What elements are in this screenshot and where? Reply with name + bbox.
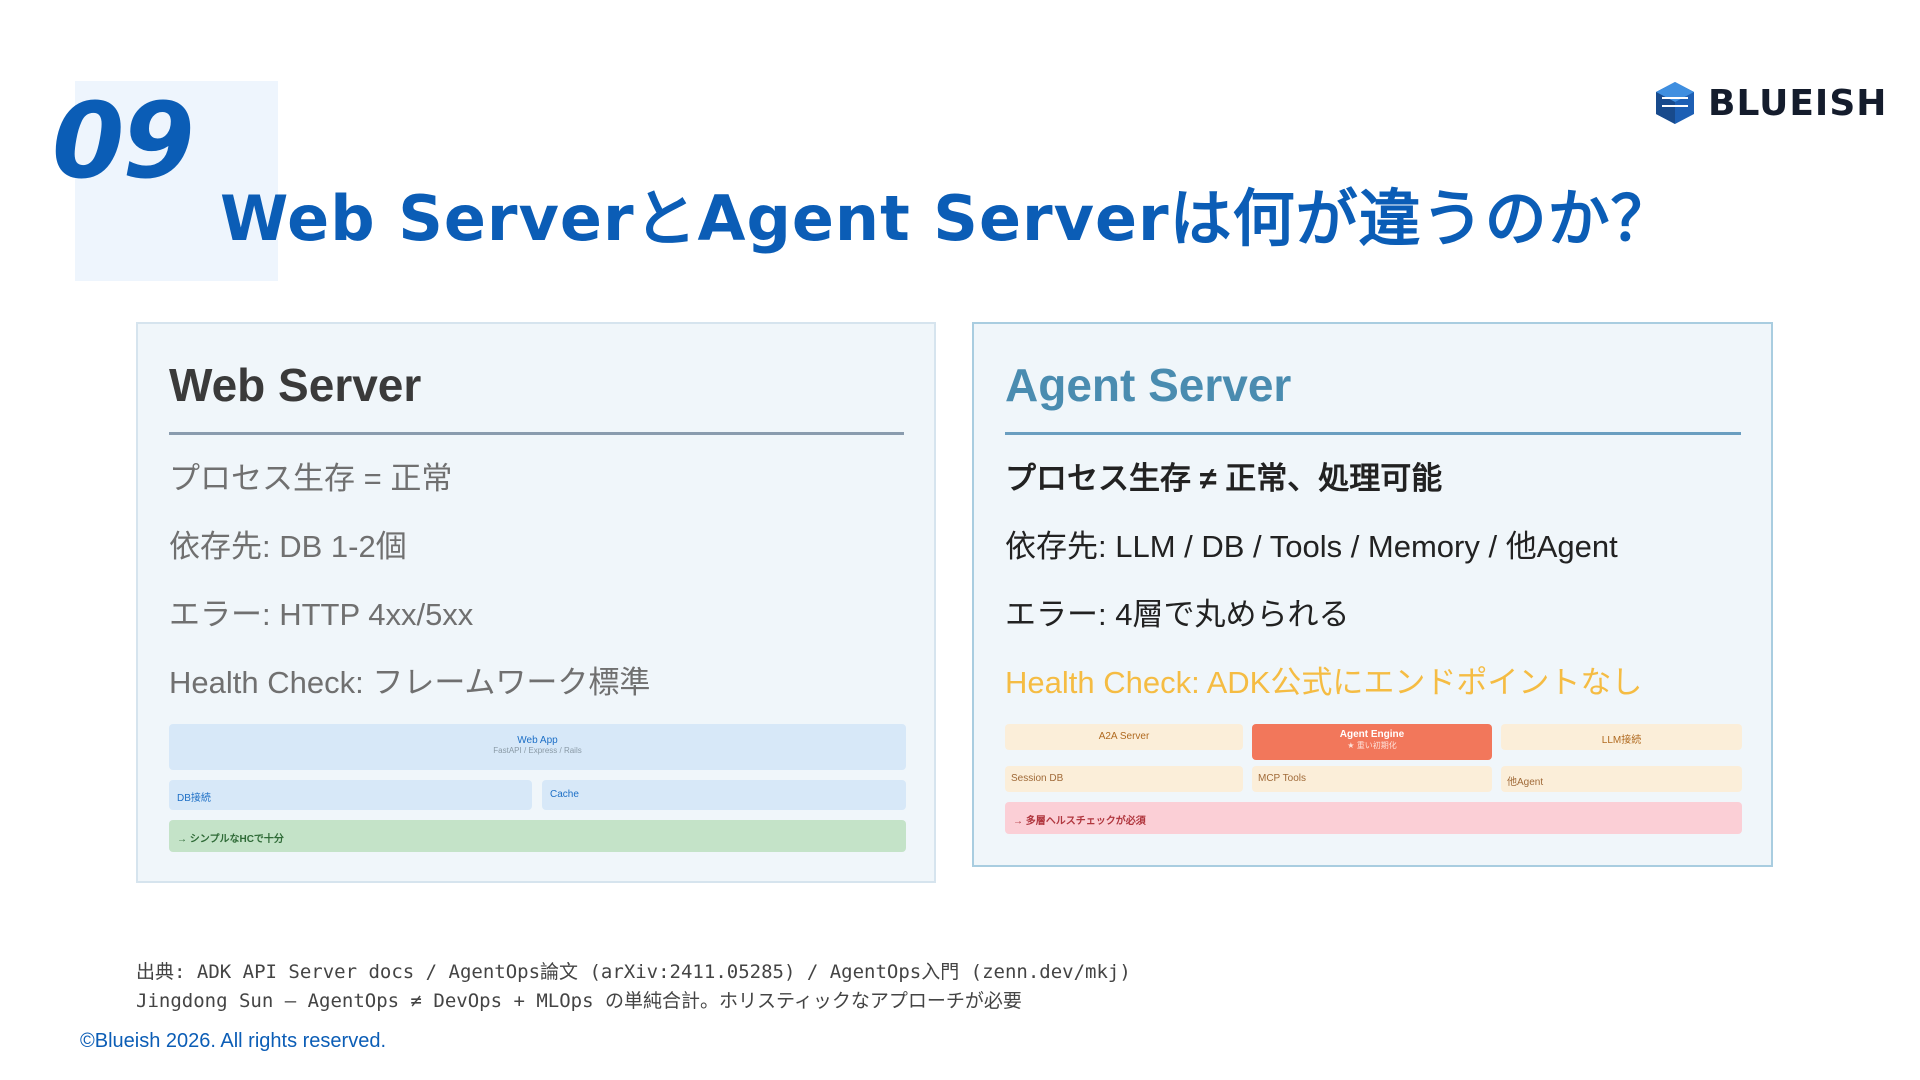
web-server-title: Web Server bbox=[169, 359, 422, 411]
agent-engine-label: Agent Engine bbox=[1339, 729, 1405, 740]
agent-server-title: Agent Server bbox=[1005, 359, 1292, 411]
web-row-process: プロセス生存 = 正常 bbox=[169, 461, 453, 496]
agent-engine-note: ★ 重い初期化 bbox=[1347, 741, 1397, 750]
session-db-box: Session DB bbox=[1005, 766, 1243, 792]
agent-engine-box: Agent Engine ★ 重い初期化 bbox=[1252, 724, 1492, 760]
multi-layer-hc-note: → 多層ヘルスチェックが必須 bbox=[1005, 802, 1742, 834]
a2a-server-box: A2A Server bbox=[1005, 724, 1243, 750]
web-server-card: Web Server プロセス生存 = 正常 依存先: DB 1-2個 エラー:… bbox=[136, 322, 936, 883]
divider bbox=[169, 432, 904, 435]
mcp-tools-box: MCP Tools bbox=[1252, 766, 1492, 792]
web-app-label: Web App bbox=[517, 735, 558, 746]
source-line-1: 出典: ADK API Server docs / AgentOps論文 (ar… bbox=[136, 961, 1131, 983]
copyright-notice: ©Blueish 2026. All rights reserved. bbox=[80, 1030, 387, 1052]
source-line-2: Jingdong Sun — AgentOps ≠ DevOps + MLOps… bbox=[136, 990, 1022, 1012]
web-app-frameworks: FastAPI / Express / Rails bbox=[493, 746, 582, 755]
simple-hc-note: → シンプルなHCで十分 bbox=[169, 820, 906, 852]
slide-title: Web ServerとAgent Serverは何が違うのか？ bbox=[220, 182, 1674, 255]
blueish-logo-icon bbox=[1656, 82, 1694, 124]
agent-row-process: プロセス生存 ≠ 正常、処理可能 bbox=[1005, 461, 1443, 496]
web-row-healthcheck: Health Check: フレームワーク標準 bbox=[169, 665, 651, 700]
divider bbox=[1005, 432, 1741, 435]
web-row-error: エラー: HTTP 4xx/5xx bbox=[169, 597, 474, 632]
llm-connection-box: LLM接続 bbox=[1501, 724, 1742, 750]
source-citation: 出典: ADK API Server docs / AgentOps論文 (ar… bbox=[136, 958, 1131, 1016]
agent-server-card: Agent Server プロセス生存 ≠ 正常、処理可能 依存先: LLM /… bbox=[972, 322, 1773, 867]
db-connection-box: DB接続 bbox=[169, 780, 532, 810]
agent-row-dependency: 依存先: LLM / DB / Tools / Memory / 他Agent bbox=[1005, 529, 1618, 564]
brand-logo: BLUEISH bbox=[1652, 80, 1887, 126]
other-agent-box: 他Agent bbox=[1501, 766, 1742, 792]
brand-name: BLUEISH bbox=[1708, 82, 1888, 124]
agent-row-error: エラー: 4層で丸められる bbox=[1005, 597, 1350, 632]
web-row-dependency: 依存先: DB 1-2個 bbox=[169, 529, 407, 564]
web-app-box: Web App FastAPI / Express / Rails bbox=[169, 724, 906, 770]
cache-box: Cache bbox=[542, 780, 906, 810]
agent-row-healthcheck: Health Check: ADK公式にエンドポイントなし bbox=[1005, 665, 1643, 700]
slide-number-background bbox=[75, 81, 278, 281]
slide-number: 09 bbox=[52, 80, 195, 202]
